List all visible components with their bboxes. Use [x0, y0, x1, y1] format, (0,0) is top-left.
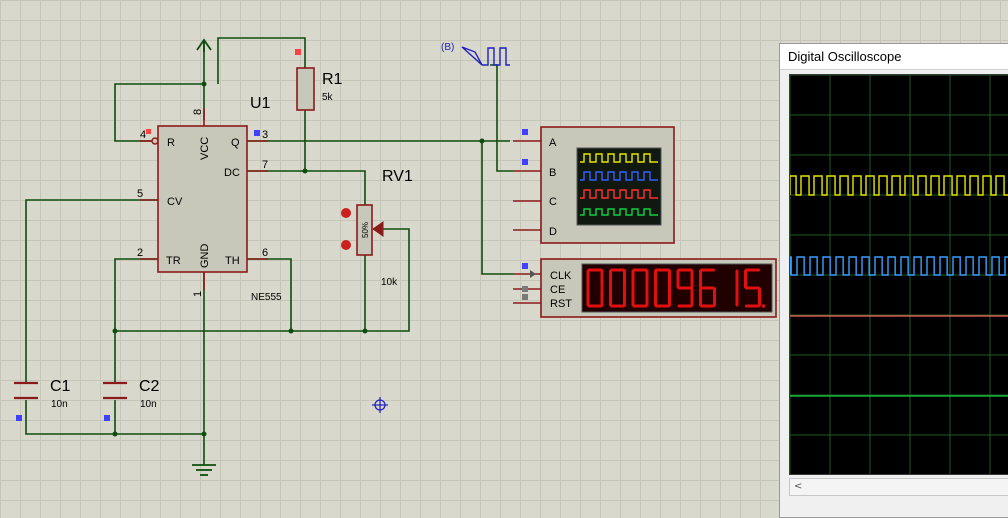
oscilloscope-screen[interactable] [789, 74, 1008, 475]
pin-marker-blue [522, 263, 528, 269]
pin-number-tr: 2 [137, 247, 143, 259]
scope-channel-c: C [549, 196, 557, 208]
pin-marker-blue [522, 129, 528, 135]
capacitor-c1[interactable] [14, 381, 38, 400]
square-wave-icon [482, 47, 510, 66]
ic-ne555[interactable]: U1 NE555 R CV TR Q DC TH VCC GND 4 5 2 3… [137, 95, 282, 303]
generator-probe-icon [461, 46, 483, 66]
pin-name-r: R [167, 137, 175, 149]
rv1-decrease-button[interactable] [341, 240, 351, 250]
pin-marker-grey [522, 294, 528, 300]
power-terminal-vcc[interactable] [196, 38, 212, 52]
wire-junctions [112, 81, 485, 437]
pin-name-q: Q [231, 137, 240, 149]
counter-pin-clk: CLK [550, 270, 572, 282]
counter-digit [609, 268, 626, 308]
counter-digit [654, 268, 671, 308]
pin-number-th: 6 [262, 247, 268, 259]
clock-generator[interactable]: (B) [441, 42, 510, 66]
rv1-increase-button[interactable] [341, 208, 351, 218]
c1-ref-label: C1 [50, 378, 71, 395]
pin-number-q: 3 [262, 129, 268, 141]
counter-pin-ce: CE [550, 284, 565, 296]
generator-label: (B) [441, 42, 454, 53]
oscilloscope-window-title: Digital Oscilloscope [780, 44, 1008, 70]
counter-digit [699, 268, 716, 308]
ground-terminal[interactable] [192, 464, 216, 476]
c2-ref-label: C2 [139, 378, 160, 395]
scope-channel-d: D [549, 226, 557, 238]
ic-part-label: NE555 [251, 292, 282, 303]
pin-number-vcc: 8 [192, 109, 204, 115]
pin-marker-blue [104, 415, 110, 421]
scope-channel-a: A [549, 137, 557, 149]
pin-marker-grey [522, 286, 528, 292]
rv1-ref-label: RV1 [382, 168, 413, 185]
pin-number-dc: 7 [262, 159, 268, 171]
pin-name-dc: DC [224, 167, 240, 179]
scope-channel-b: B [549, 167, 556, 179]
resistor-r1[interactable]: R1 5k [295, 49, 343, 111]
counter-digit [586, 268, 604, 308]
potentiometer-rv1[interactable]: 50% RV1 10k [341, 168, 413, 288]
pin-number-gnd: 1 [192, 291, 204, 297]
ic-ref-label: U1 [250, 95, 271, 112]
pin-marker-blue [254, 130, 260, 136]
scope-mini-screen [576, 147, 662, 226]
trace-channel-a [790, 175, 1008, 196]
rv1-value-label: 10k [381, 277, 398, 288]
capacitor-c2[interactable] [103, 381, 127, 400]
pin-name-cv: CV [167, 196, 183, 208]
counter-timer[interactable]: CLK CE RST [513, 258, 777, 318]
counter-digit [631, 268, 649, 308]
r1-value-label: 5k [322, 92, 334, 103]
counter-pin-rst: RST [550, 298, 572, 310]
pin-marker-blue [522, 159, 528, 165]
pin-marker-red [146, 129, 151, 134]
counter-digit [676, 268, 694, 308]
scroll-left-icon[interactable]: < [794, 481, 803, 492]
pin-name-th: TH [225, 255, 240, 267]
c1-value-label: 10n [51, 399, 68, 410]
c2-value-label: 10n [140, 399, 157, 410]
pin-marker-red [295, 49, 301, 55]
pin-name-gnd: GND [199, 244, 211, 269]
trace-channel-b [790, 256, 1008, 276]
oscilloscope-traces [790, 75, 1008, 474]
rv1-setting-label: 50% [361, 222, 370, 238]
counter-digits [586, 268, 766, 308]
counter-digit [744, 268, 766, 308]
pin-name-tr: TR [166, 255, 181, 267]
oscilloscope-instrument[interactable]: A B C D [513, 126, 675, 244]
pin-number-r: 4 [140, 129, 146, 141]
pin-name-vcc: VCC [199, 137, 211, 160]
oscilloscope-window[interactable]: Digital Oscilloscope < [779, 43, 1008, 518]
pin-number-cv: 5 [137, 188, 143, 200]
r1-ref-label: R1 [322, 71, 343, 88]
oscilloscope-horizontal-scrollbar[interactable]: < [789, 478, 1008, 496]
pin-marker-blue [16, 415, 22, 421]
crosshair-cursor-icon [372, 397, 388, 413]
